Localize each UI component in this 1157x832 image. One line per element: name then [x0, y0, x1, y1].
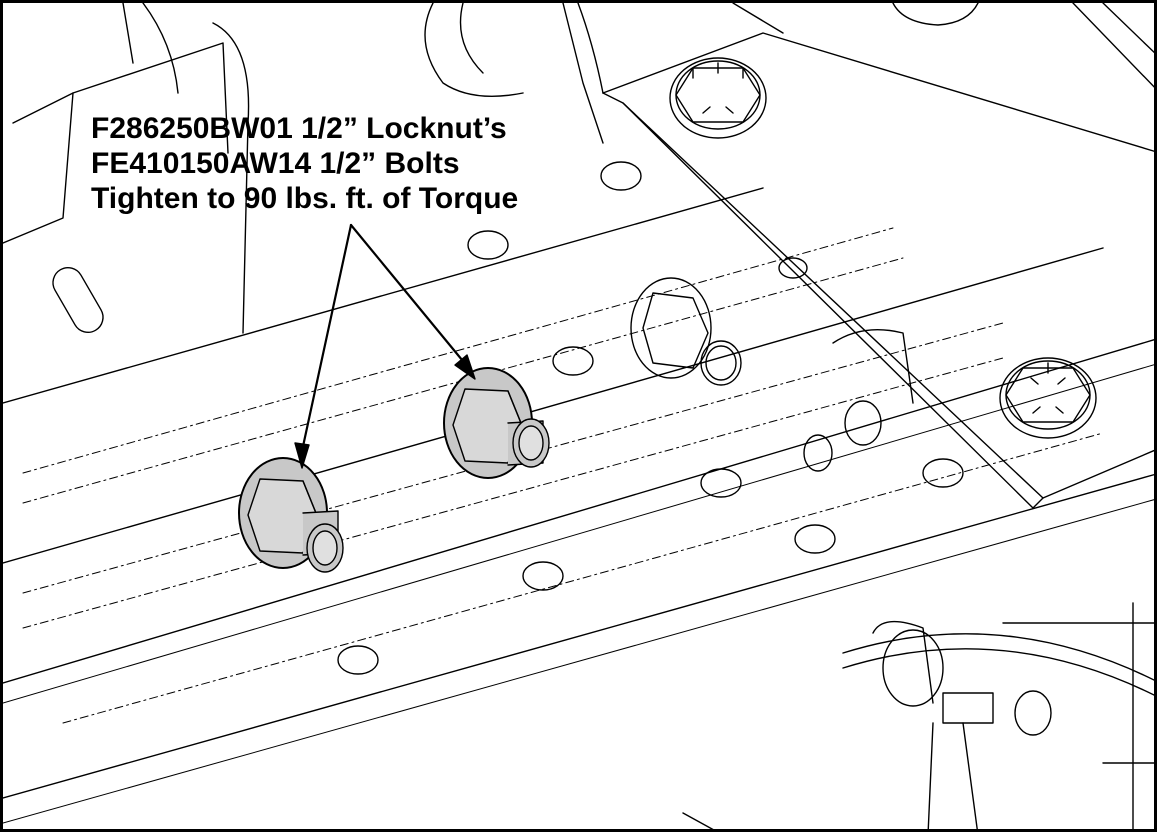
callout-line-3: Tighten to 90 lbs. ft. of Torque — [91, 182, 519, 215]
hex-bolt-upper — [669, 57, 767, 139]
slot-cutout — [52, 266, 104, 334]
frame-structure-upper-left — [3, 3, 1154, 334]
locknut-background — [630, 277, 742, 386]
main-bar — [3, 187, 1154, 824]
torque-callout: F286250BW01 1/2” Locknut’s FE410150AW14 … — [91, 111, 518, 216]
hex-bolt-right — [999, 357, 1097, 439]
arrowhead-2 — [454, 354, 476, 380]
assembly-illustration — [3, 3, 1154, 829]
callout-line-1: F286250BW01 1/2” Locknut’s — [91, 112, 507, 145]
locknut-highlighted-2 — [238, 457, 344, 573]
leader-arrows — [294, 223, 476, 469]
top-plate — [602, 32, 1154, 509]
bar-holes — [337, 161, 964, 675]
lower-components — [682, 328, 1154, 829]
locknut-highlighted-1 — [443, 367, 550, 479]
callout-line-2: FE410150AW14 1/2” Bolts — [91, 147, 460, 180]
arrowhead-1 — [294, 442, 310, 469]
